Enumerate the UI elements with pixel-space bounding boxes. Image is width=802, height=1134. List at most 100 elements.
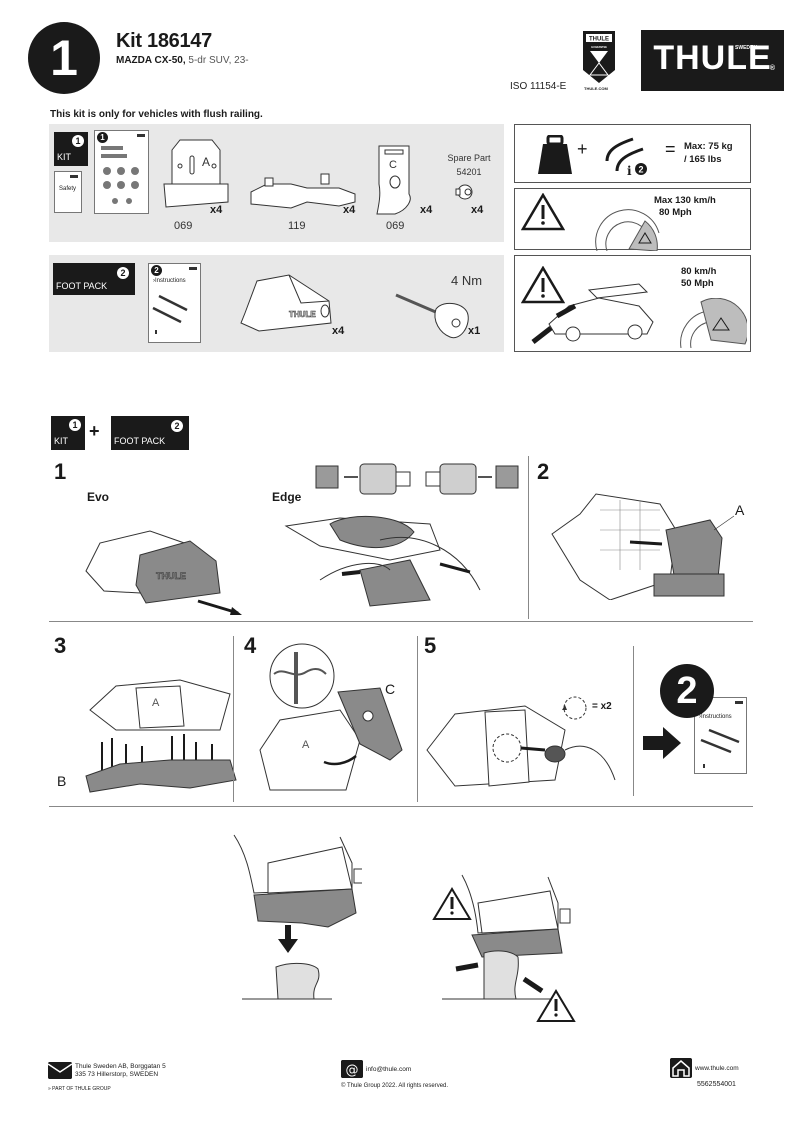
bracket-a-attach-illustration [551,493,735,600]
svg-text:A: A [152,697,160,709]
weight-icon [538,135,572,174]
spare-part-label: Spare Part [447,153,491,163]
callout-a: A [735,502,745,518]
home-icon [670,1058,692,1078]
overhang-speed-spec-box: 80 km/h 50 Mph [514,255,751,352]
kit-number: 1 [72,135,84,147]
svg-text:THULE: THULE [289,310,316,319]
spare-part-qty: x4 [471,204,484,216]
torque-key-part-icon [395,293,469,339]
torque-value: 4 Nm [451,273,483,288]
roof-bars-icon [152,294,188,334]
foot-cover-qty: x4 [332,325,345,337]
vehicle-model: MAZDA CX-50, [116,55,186,66]
divider [633,646,634,796]
callout-c: C [385,681,396,697]
address-line-2: 335 73 Hillerstorp, SWEDEN [75,1071,159,1078]
bracket-c-code: 069 [386,220,405,232]
svg-text:A: A [202,155,210,169]
doc-number: 2 [151,265,162,276]
evo-foot-cover-removal-illustration: THULE [85,530,242,615]
combo-kit-box-icon: 1 KIT [51,416,85,450]
callout-b: B [57,773,67,789]
foot-pack-box-icon: 2 FOOT PACK [53,263,135,295]
roof-bars-icon [700,728,740,768]
instructions-label: ›Instructions [699,714,732,720]
combo-foot-pack-box-icon: 2 FOOT PACK [111,416,189,450]
warning-icon [521,193,565,231]
flush-railing-notice: This kit is only for vehicles with flush… [50,109,263,120]
edge-cover-release-detail [315,463,519,495]
equals-sign: = [665,139,676,159]
vehicle-details: 5-dr SUV, 23- [185,55,249,66]
divider [49,806,753,807]
foot-pack-number: 2 [171,420,183,432]
step-1-edge-label: Edge [272,490,302,504]
bracket-a-qty: x4 [210,204,223,216]
svg-text:@: @ [346,1063,359,1078]
divider [417,636,418,802]
foot-cover-part-icon: THULE [240,274,332,332]
foot-on-rail-warning-illustration [432,874,576,1022]
rubber-pad-fit-illustration: A [85,679,237,793]
foot-pack-label: FOOT PACK [56,281,108,291]
safety-document: Safety [54,171,82,213]
step-number-badge: 1 [28,22,100,94]
kit-instruction-document: 1 [94,130,149,214]
logo-brand: THULE [653,39,772,77]
email-link[interactable]: info@thule.com [366,1066,412,1073]
combo-plus: + [89,421,100,441]
vehicle-subtitle: MAZDA CX-50, 5-dr SUV, 23- [116,55,249,66]
step-2-number: 2 [537,459,550,484]
svg-text:2: 2 [638,165,643,175]
max-speed-kmh: Max 130 km/h [654,195,716,206]
doc-number: 1 [97,132,108,143]
bracket-c-fit-illustration: A [259,643,403,791]
svg-text:C: C [389,159,397,171]
edge-foot-cover-removal-illustration [284,515,481,607]
max-load-spec-box: + i 2 = Max: 75 kg / 165 lbs [514,124,751,183]
svg-text:A: A [302,739,310,751]
kit-number: 1 [69,419,81,431]
step-1-number: 1 [54,459,67,484]
next-arrow-icon [643,727,681,759]
next-step-badge: 2 [660,664,714,718]
car-with-load-icon [531,283,654,344]
divider [49,621,753,622]
speedometer-icon [595,209,660,251]
kit-contents-panel: 1 KIT Safety 1 A x4 069 x4 119 C [49,124,504,242]
dashed-circle-icon [562,696,587,720]
address-line-1: Thule Sweden AB, Borggatan 5 [75,1063,166,1070]
step-3-number: 3 [54,633,67,658]
max-load-kg: Max: 75 kg [684,141,733,152]
foot-pack-label: FOOT PACK [114,436,166,446]
kit-box-icon: 1 KIT [54,132,88,166]
step-4-number: 4 [244,633,257,658]
max-speed-spec-box: Max 130 km/h 80 Mph [514,188,751,251]
rubber-pad-part-icon [250,173,356,209]
copyright: © Thule Group 2022. All rights reserved. [341,1083,449,1089]
pad-code: 119 [288,220,306,232]
bracket-a-code: 069 [174,220,193,232]
svg-text:GUARANTEE: GUARANTEE [591,46,607,49]
thule-group-label: » PART OF THULE GROUP [48,1086,111,1092]
svg-text:THULE: THULE [589,37,609,43]
divider [528,456,529,619]
kit-title: Kit 186147 [116,30,212,52]
lock-cylinder-part-icon [455,184,473,200]
instruction-thumbnails-icon [101,146,139,204]
pad-qty: x4 [343,204,356,216]
thule-logo: THULE SWEDEN ® [641,30,784,91]
logo-registered: ® [769,65,776,72]
kit-label: KIT [57,152,72,162]
iso-standard: ISO 11154-E [510,81,567,92]
repeat-count: = x2 [592,701,612,712]
mail-icon [48,1062,72,1079]
speedometer-icon [680,298,747,348]
step-1-evo-label: Evo [87,490,110,504]
warning-icon [521,266,565,304]
website-link[interactable]: www.thule.com [695,1065,739,1072]
foot-pack-panel: 2 FOOT PACK 2 ›Instructions THULE x4 4 N… [49,255,504,352]
kit-label: KIT [54,436,69,446]
document-number: 5562554001 [697,1081,736,1088]
